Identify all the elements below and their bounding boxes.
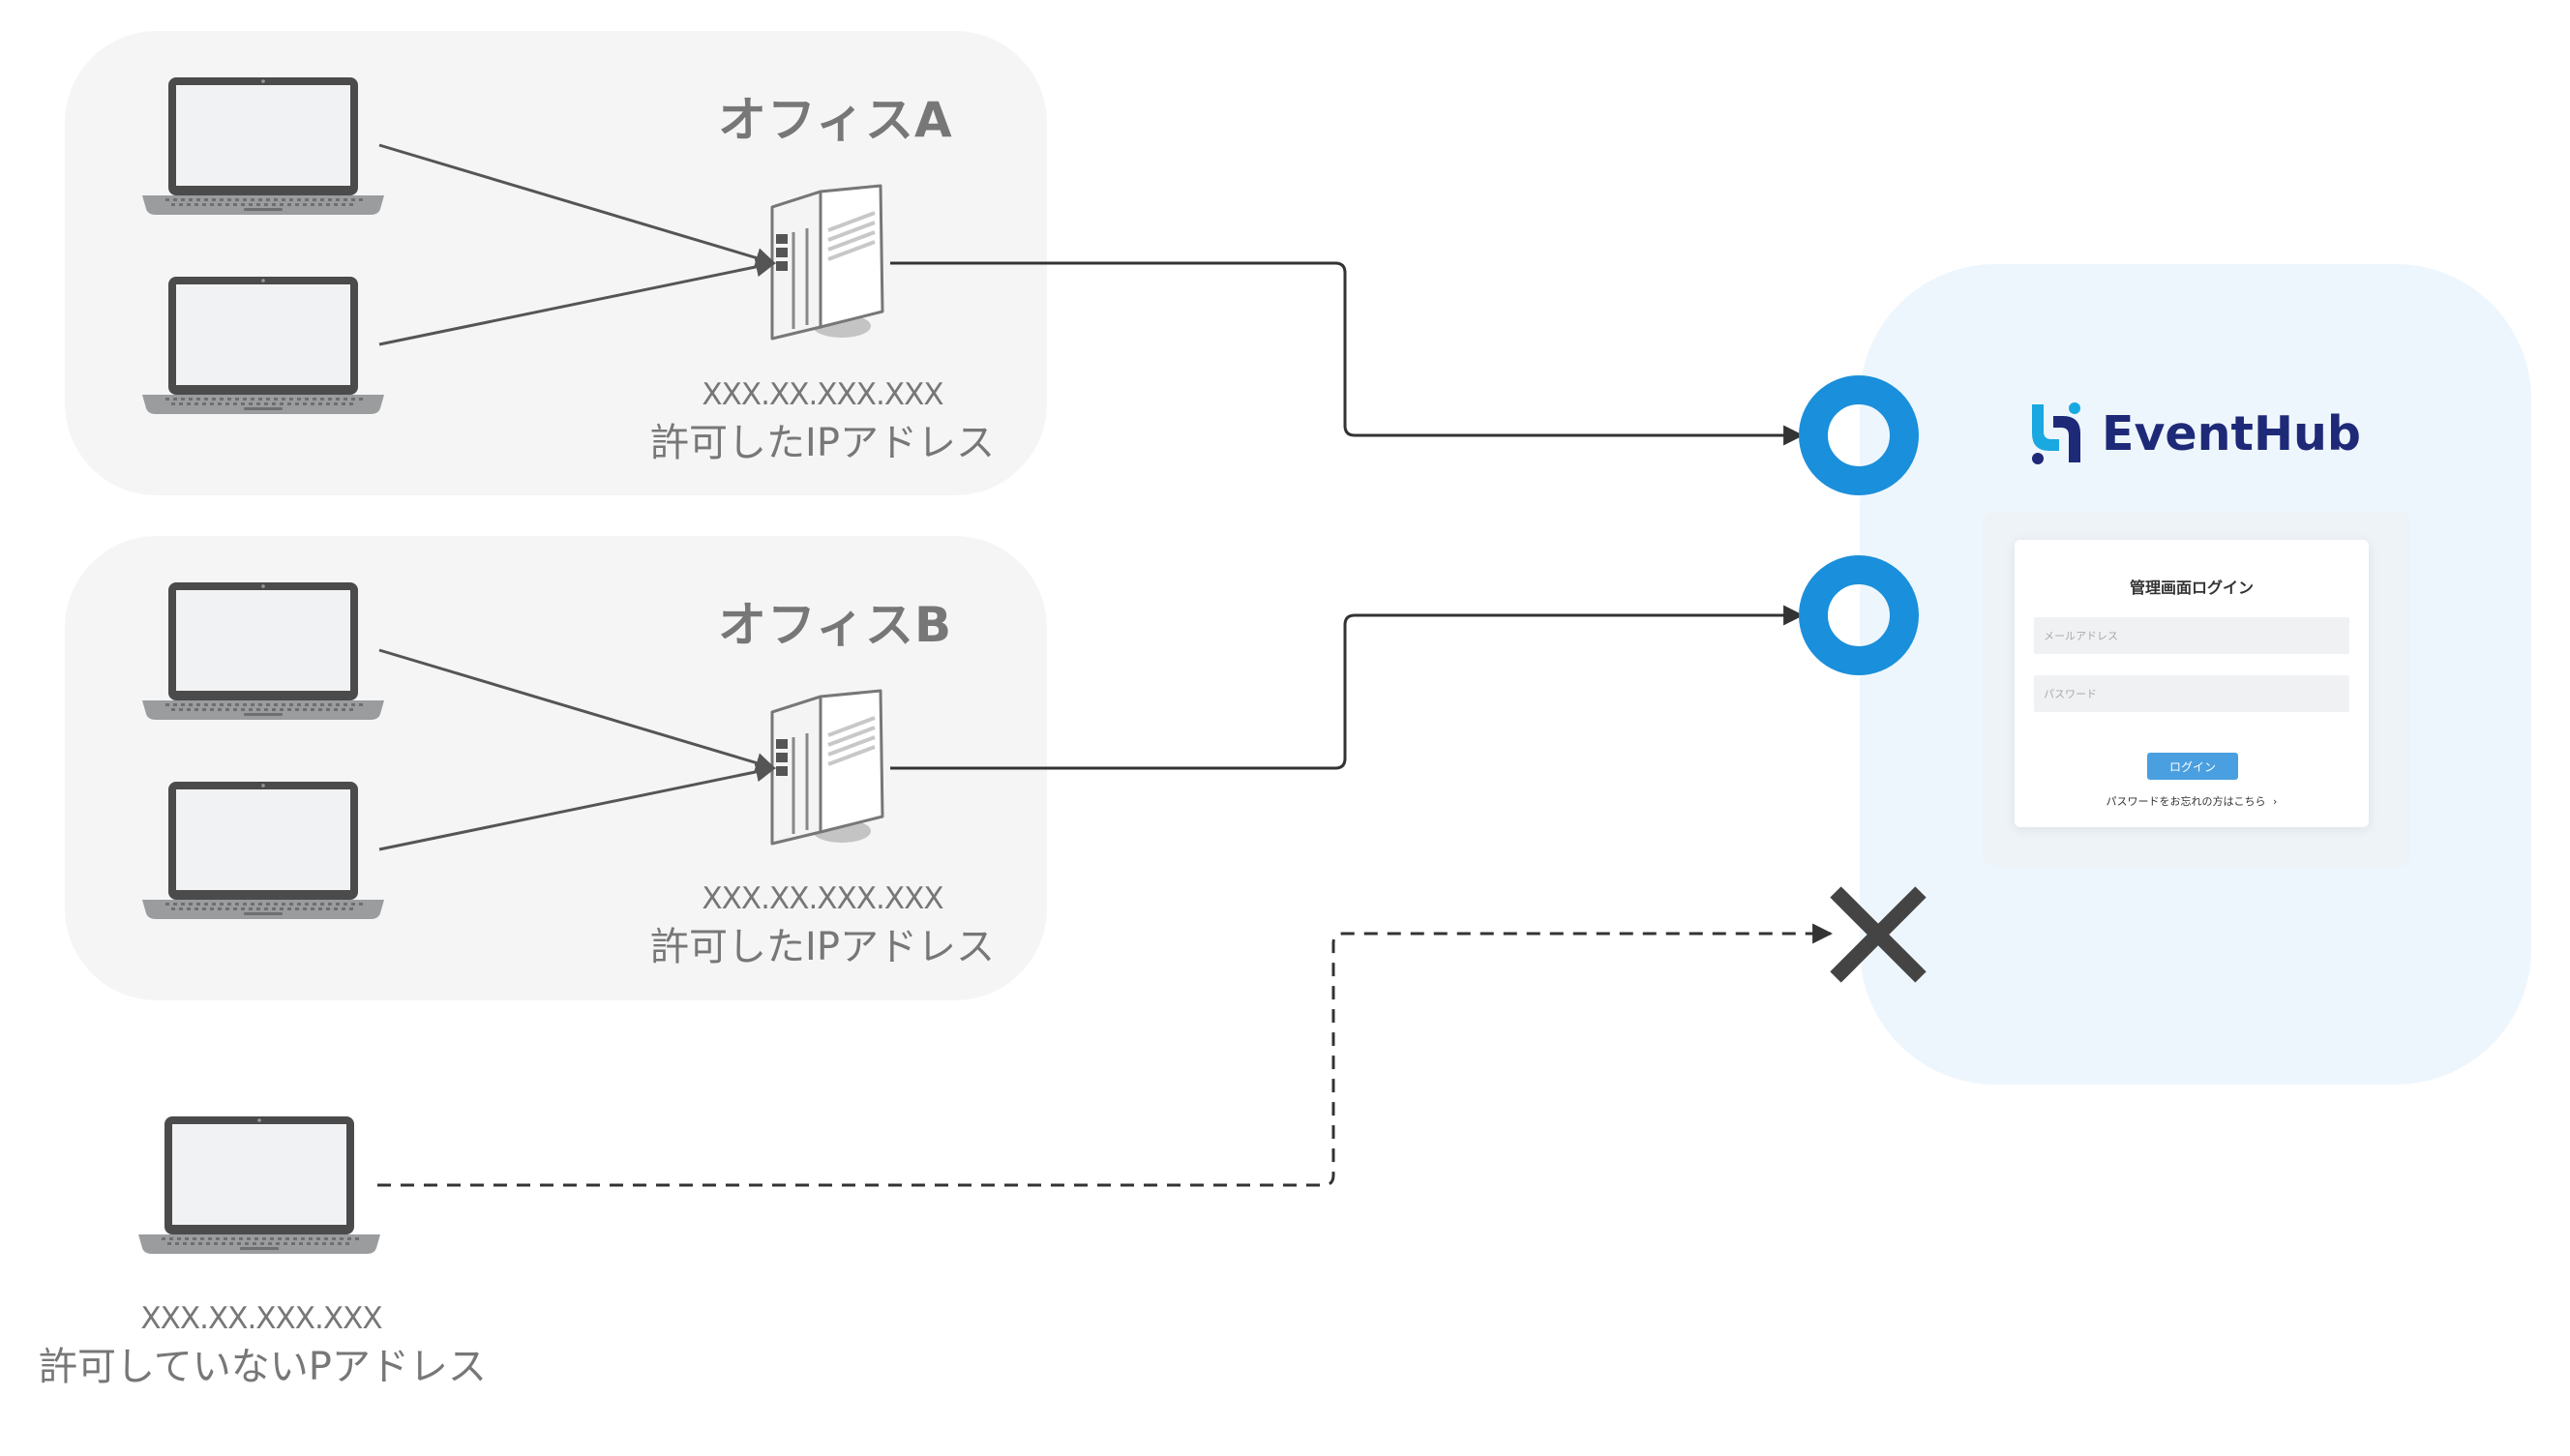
- office-b-connection-arrow: [890, 605, 1805, 770]
- laptop-icon: [138, 1116, 380, 1254]
- laptop-icon: [142, 77, 384, 215]
- denied-mark-icon: [1830, 886, 1927, 983]
- server-router-icon: [770, 689, 884, 846]
- connector-arrow: [378, 143, 777, 268]
- connector-arrow: [378, 648, 777, 773]
- allowed-mark-icon: [1799, 555, 1919, 675]
- allowed-mark-icon: [1799, 375, 1919, 495]
- connector-arrow: [378, 761, 777, 851]
- denied-connection-arrow: [377, 923, 1834, 1187]
- service-panel: [1860, 264, 2531, 1085]
- laptop-icon: [142, 782, 384, 919]
- office-a-connection-arrow: [890, 261, 1805, 446]
- connector-arrow: [378, 256, 777, 346]
- laptop-icon: [142, 582, 384, 720]
- server-router-icon: [770, 184, 884, 341]
- laptop-icon: [142, 277, 384, 414]
